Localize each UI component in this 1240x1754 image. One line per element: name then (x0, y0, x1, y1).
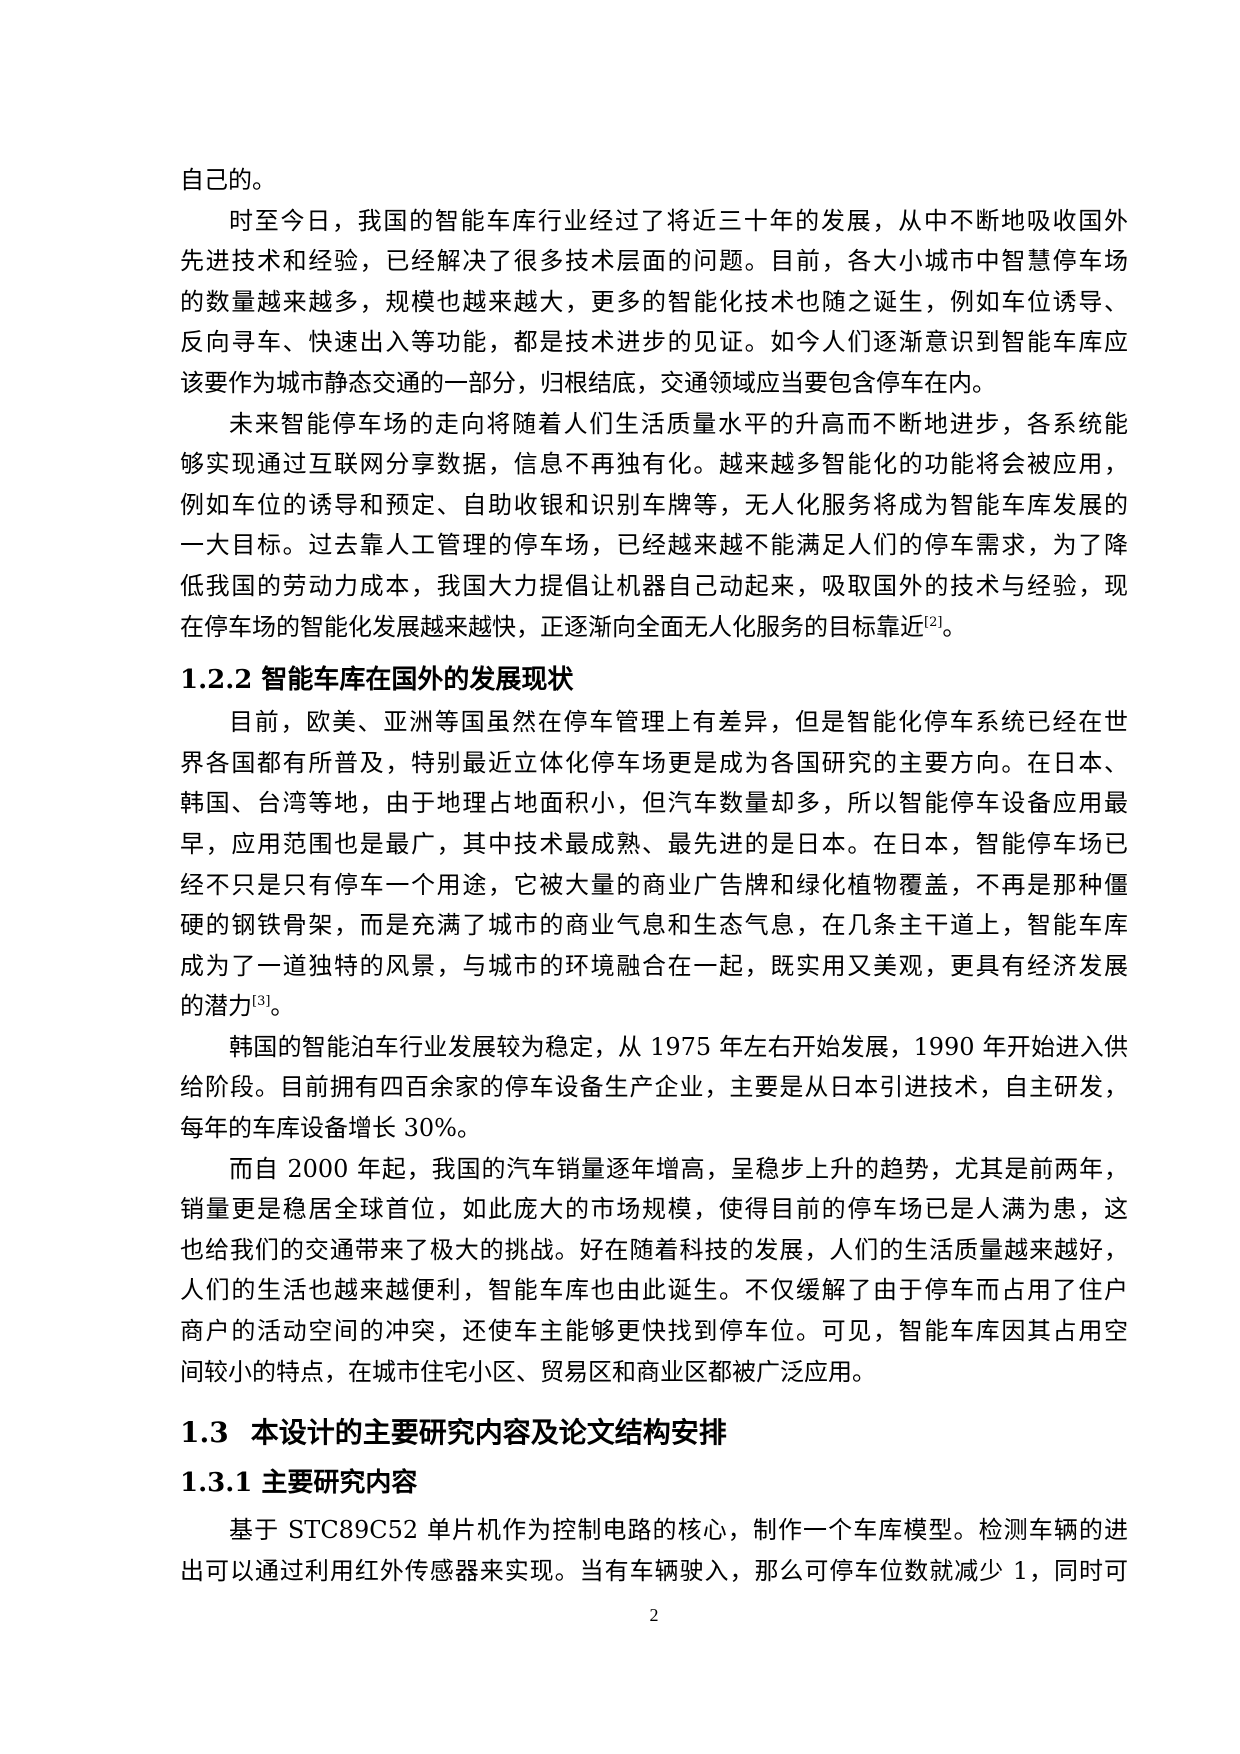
paragraph-line: 够实现通过互联网分享数据，信息不再独有化。越来越多智能化的功能将会被应用， (180, 450, 1128, 479)
paragraph-line: 该要作为城市静态交通的一部分，归根结底，交通领域应当要包含停车在内。 (180, 368, 996, 397)
paragraph-line: 的潜力[3]。 (180, 986, 1128, 1027)
line-text: 在停车场的智能化发展越来越快，正逐渐向全面无人化服务的目标靠近 (180, 612, 924, 641)
document-page: 自己的。时至今日，我国的智能车库行业经过了将近三十年的发展，从中不断地吸收国外先… (180, 160, 1128, 1626)
paragraph-line: 的数量越来越多，规模也越来越大，更多的智能化技术也随之诞生，例如车位诱导、 (180, 287, 1128, 316)
paragraph: 目前，欧美、亚洲等国虽然在停车管理上有差异，但是智能化停车系统已经在世界各国都有… (180, 702, 1128, 1027)
paragraph-line: 人们的生活也越来越便利，智能车库也由此诞生。不仅缓解了由于停车而占用了住户 (180, 1276, 1128, 1305)
paragraph-first-line: 而自 2000 年起，我国的汽车销量逐年增高，呈稳步上升的趋势，尤其是前两年， (229, 1154, 1128, 1183)
paragraph-first-line: 基于 STC89C52 单片机作为控制电路的核心，制作一个车库模型。检测车辆的进 (229, 1516, 1128, 1545)
paragraph-line: 低我国的劳动力成本，我国大力提倡让机器自己动起来，吸取国外的技术与经验，现 (180, 571, 1128, 600)
line-text: 的潜力 (180, 992, 252, 1021)
line-tail: 。 (270, 992, 295, 1021)
paragraph-line: 销量更是稳居全球首位，如此庞大的市场规模，使得目前的停车场已是人满为患，这 (180, 1195, 1128, 1224)
paragraph-line: 硬的钢铁骨架，而是充满了城市的商业气息和生态气息，在几条主干道上，智能车库 (180, 911, 1128, 940)
paragraph-line: 在停车场的智能化发展越来越快，正逐渐向全面无人化服务的目标靠近[2]。 (180, 607, 1128, 648)
paragraph-line: 成为了一道独特的风景，与城市的环境融合在一起，既实用又美观，更具有经济发展 (180, 951, 1128, 980)
line-tail: 。 (942, 612, 967, 641)
paragraph: 韩国的智能泊车行业发展较为稳定，从 1975 年左右开始发展，1990 年开始进… (180, 1027, 1128, 1149)
paragraph-line: 先进技术和经验，已经解决了很多技术层面的问题。目前，各大小城市中智慧停车场 (180, 247, 1128, 276)
citation-superscript: [2] (924, 614, 943, 630)
paragraph-line: 商户的活动空间的冲突，还使车主能够更快找到停车位。可见，智能车库因其占用空 (180, 1317, 1128, 1346)
paragraph-line: 反向寻车、快速出入等功能，都是技术进步的见证。如今人们逐渐意识到智能车库应 (180, 328, 1128, 357)
paragraph-first-line: 时至今日，我国的智能车库行业经过了将近三十年的发展，从中不断地吸收国外 (229, 206, 1128, 235)
paragraph-line: 出可以通过利用红外传感器来实现。当有车辆驶入，那么可停车位数就减少 1，同时可 (180, 1556, 1128, 1585)
page-number: 2 (649, 1605, 659, 1626)
paragraph-first-line: 未来智能停车场的走向将随着人们生活质量水平的升高而不断地进步，各系统能 (229, 409, 1128, 438)
paragraph: 基于 STC89C52 单片机作为控制电路的核心，制作一个车库模型。检测车辆的进… (180, 1510, 1128, 1591)
paragraph-line: 例如车位的诱导和预定、自助收银和识别车牌等，无人化服务将成为智能车库发展的 (180, 490, 1128, 519)
paragraph-line: 给阶段。目前拥有四百余家的停车设备生产企业，主要是从日本引进技术，自主研发， (180, 1073, 1128, 1102)
section-heading: 1.2.2 智能车库在国外的发展现状 (180, 665, 574, 696)
paragraph-first-line: 目前，欧美、亚洲等国虽然在停车管理上有差异，但是智能化停车系统已经在世 (229, 708, 1128, 737)
paragraph: 而自 2000 年起，我国的汽车销量逐年增高，呈稳步上升的趋势，尤其是前两年， 销… (180, 1149, 1128, 1393)
paragraph-line: 也给我们的交通带来了极大的挑战。好在随着科技的发展，人们的生活质量越来越好， (180, 1235, 1128, 1264)
paragraph: 未来智能停车场的走向将随着人们生活质量水平的升高而不断地进步，各系统能够实现通过… (180, 404, 1128, 648)
section-heading: 1.3 本设计的主要研究内容及论文结构安排 (180, 1411, 1128, 1455)
section-heading: 1.3.1 主要研究内容 (180, 1468, 418, 1499)
paragraph-line: 经不只是只有停车一个用途，它被大量的商业广告牌和绿化植物覆盖，不再是那种僵 (180, 870, 1128, 899)
citation-superscript: [3] (252, 994, 271, 1010)
section-number: 1.3 (180, 1416, 229, 1450)
paragraph-line: 一大目标。过去靠人工管理的停车场，已经越来越不能满足人们的停车需求，为了降 (180, 531, 1128, 560)
paragraph: 时至今日，我国的智能车库行业经过了将近三十年的发展，从中不断地吸收国外先进技术和… (180, 201, 1128, 404)
paragraph-line: 早，应用范围也是最广，其中技术最成熟、最先进的是日本。在日本，智能停车场已 (180, 829, 1128, 858)
paragraph-line: 界各国都有所普及，特别最近立体化停车场更是成为各国研究的主要方向。在日本、 (180, 748, 1128, 777)
paragraph-line: 韩国、台湾等地，由于地理占地面积小，但汽车数量却多，所以智能停车设备应用最 (180, 789, 1128, 818)
paragraph-line: 每年的车库设备增长 30%。 (180, 1114, 481, 1143)
section-title: 本设计的主要研究内容及论文结构安排 (250, 1416, 727, 1450)
paragraph-first-line: 韩国的智能泊车行业发展较为稳定，从 1975 年左右开始发展，1990 年开始进… (229, 1032, 1128, 1061)
paragraph-line: 间较小的特点，在城市住宅小区、贸易区和商业区都被广泛应用。 (180, 1357, 876, 1386)
paragraph: 自己的。 (180, 160, 1128, 201)
paragraph-first-line: 自己的。 (180, 166, 276, 194)
